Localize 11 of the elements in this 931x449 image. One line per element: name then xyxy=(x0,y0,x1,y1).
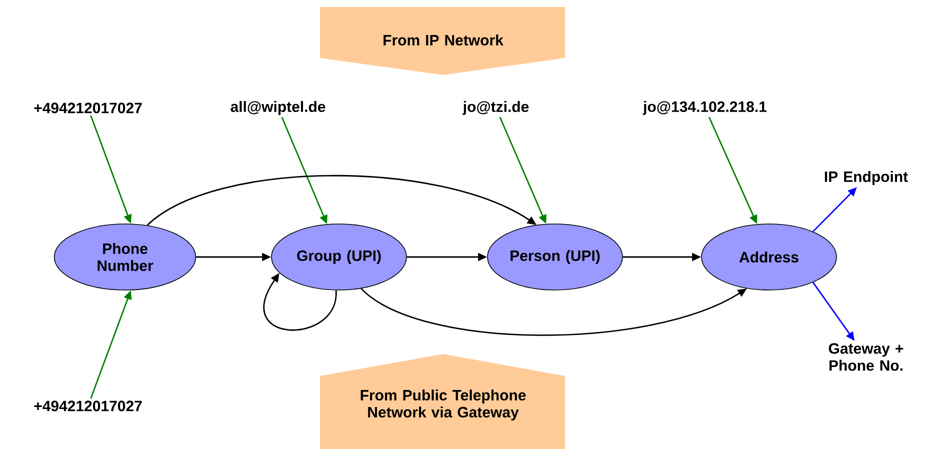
address-label: +494212017027 xyxy=(34,102,142,114)
address-label: Gateway + Phone No. xyxy=(828,343,904,371)
address-label: IP Endpoint xyxy=(824,171,908,185)
ellipse-node: Address xyxy=(701,224,837,290)
address-label: all@wiptel.de xyxy=(230,101,326,115)
address-label: jo@134.102.218.1 xyxy=(642,101,766,115)
address-label: +494212017027 xyxy=(34,400,142,412)
ellipse-node: Group (UPI) xyxy=(271,224,407,290)
address-label: jo@tzi.de xyxy=(462,101,529,115)
ellipse-node: Phone Number xyxy=(54,224,196,290)
ellipse-node: Person (UPI) xyxy=(487,224,623,290)
